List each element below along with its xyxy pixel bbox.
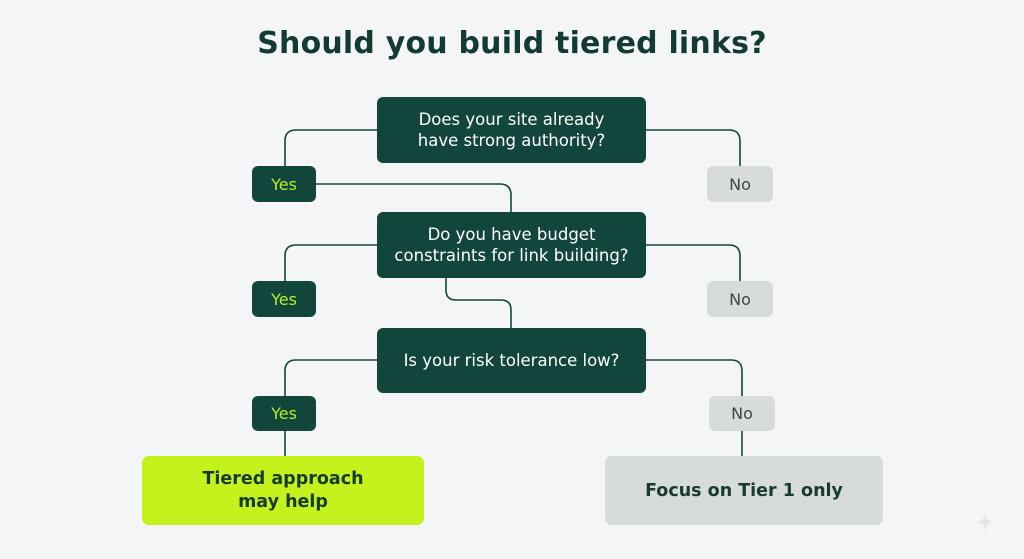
outcome-tier-1-only: Focus on Tier 1 only (605, 456, 883, 525)
connector-q1-no (645, 129, 741, 167)
page-title: Should you build tiered links? (257, 26, 767, 61)
connector-q2-no (645, 244, 741, 282)
connector-q2-q3 (445, 277, 512, 329)
answer-no-2: No (707, 281, 773, 317)
question-3: Is your risk tolerance low? (377, 328, 646, 393)
answer-yes-2: Yes (252, 281, 316, 317)
connector-q3-yes (284, 359, 378, 397)
connector-yes1-q2 (315, 183, 512, 213)
connector-q3-no (645, 359, 743, 397)
answer-no-3: No (709, 396, 775, 431)
sparkle-icon (975, 512, 995, 532)
connector-q1-yes (284, 129, 378, 167)
answer-no-1: No (707, 166, 773, 202)
question-1: Does your site already have strong autho… (377, 97, 646, 163)
outcome-tiered-approach: Tiered approach may help (142, 456, 424, 525)
question-2: Do you have budget constraints for link … (377, 212, 646, 278)
connector-q2-yes (284, 244, 378, 282)
answer-yes-1: Yes (252, 166, 316, 202)
answer-yes-3: Yes (252, 396, 316, 431)
